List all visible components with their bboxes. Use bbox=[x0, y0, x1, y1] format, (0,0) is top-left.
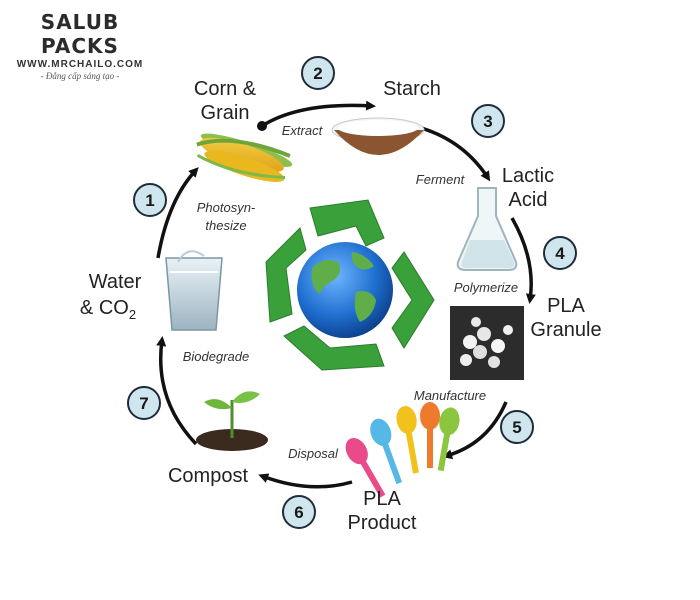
svg-text:1: 1 bbox=[145, 191, 154, 210]
step-badge-6: 6 bbox=[282, 495, 316, 529]
sprout-soil-icon bbox=[196, 391, 268, 451]
flask-icon bbox=[456, 187, 518, 271]
svg-text:2: 2 bbox=[313, 64, 322, 83]
brand-url: WWW.MRCHAILO.COM bbox=[16, 59, 144, 70]
starch-bowl-icon bbox=[331, 117, 425, 155]
arrow-granule-to-product bbox=[442, 401, 508, 460]
recycle-globe-icon bbox=[265, 199, 435, 371]
step-badge-1: 1 bbox=[133, 183, 167, 217]
process-extract: Extract bbox=[282, 123, 324, 138]
pla-granules-icon bbox=[450, 306, 524, 380]
step-badge-7: 7 bbox=[127, 386, 161, 420]
arrow-water-to-corn bbox=[156, 167, 199, 259]
corn-icon bbox=[196, 133, 293, 182]
arrow-product-to-compost bbox=[258, 473, 353, 489]
water-glass-icon bbox=[165, 250, 223, 331]
process-biodegrade: Biodegrade bbox=[183, 349, 250, 364]
arrow-corn-to-starch bbox=[261, 100, 376, 128]
svg-text:5: 5 bbox=[512, 418, 521, 437]
arrow-compost-to-water bbox=[156, 336, 198, 446]
spoons-icon bbox=[345, 402, 460, 498]
process-manufacture: Manufacture bbox=[414, 388, 486, 403]
stage-corn-grain: Corn &Grain bbox=[194, 78, 257, 124]
brand-slogan: - Đẳng cấp sáng tạo - bbox=[40, 71, 120, 81]
arrow-lactic-to-granule bbox=[510, 217, 536, 304]
process-polymerize: Polymerize bbox=[454, 280, 518, 295]
stage-starch: Starch bbox=[383, 78, 441, 100]
brand-logo: SALUB PACKS WWW.MRCHAILO.COM - Đẳng cấp … bbox=[10, 10, 150, 81]
step-badge-3: 3 bbox=[471, 104, 505, 138]
step-badge-4: 4 bbox=[543, 236, 577, 270]
step-badge-5: 5 bbox=[500, 410, 534, 444]
process-ferment: Ferment bbox=[416, 172, 466, 187]
process-disposal: Disposal bbox=[288, 446, 339, 461]
arrow-start-dot bbox=[257, 121, 267, 131]
cycle-arrows bbox=[156, 100, 536, 489]
svg-text:7: 7 bbox=[139, 394, 148, 413]
svg-text:3: 3 bbox=[483, 112, 492, 131]
stage-water-co2: Water& CO2 bbox=[80, 271, 142, 322]
svg-text:6: 6 bbox=[294, 503, 303, 522]
step-badge-2: 2 bbox=[301, 56, 335, 90]
stage-compost: Compost bbox=[168, 465, 248, 487]
svg-text:4: 4 bbox=[555, 244, 565, 263]
brand-name: SALUB PACKS bbox=[40, 10, 120, 58]
process-photosynthesize: Photosyn-thesize bbox=[197, 200, 256, 233]
